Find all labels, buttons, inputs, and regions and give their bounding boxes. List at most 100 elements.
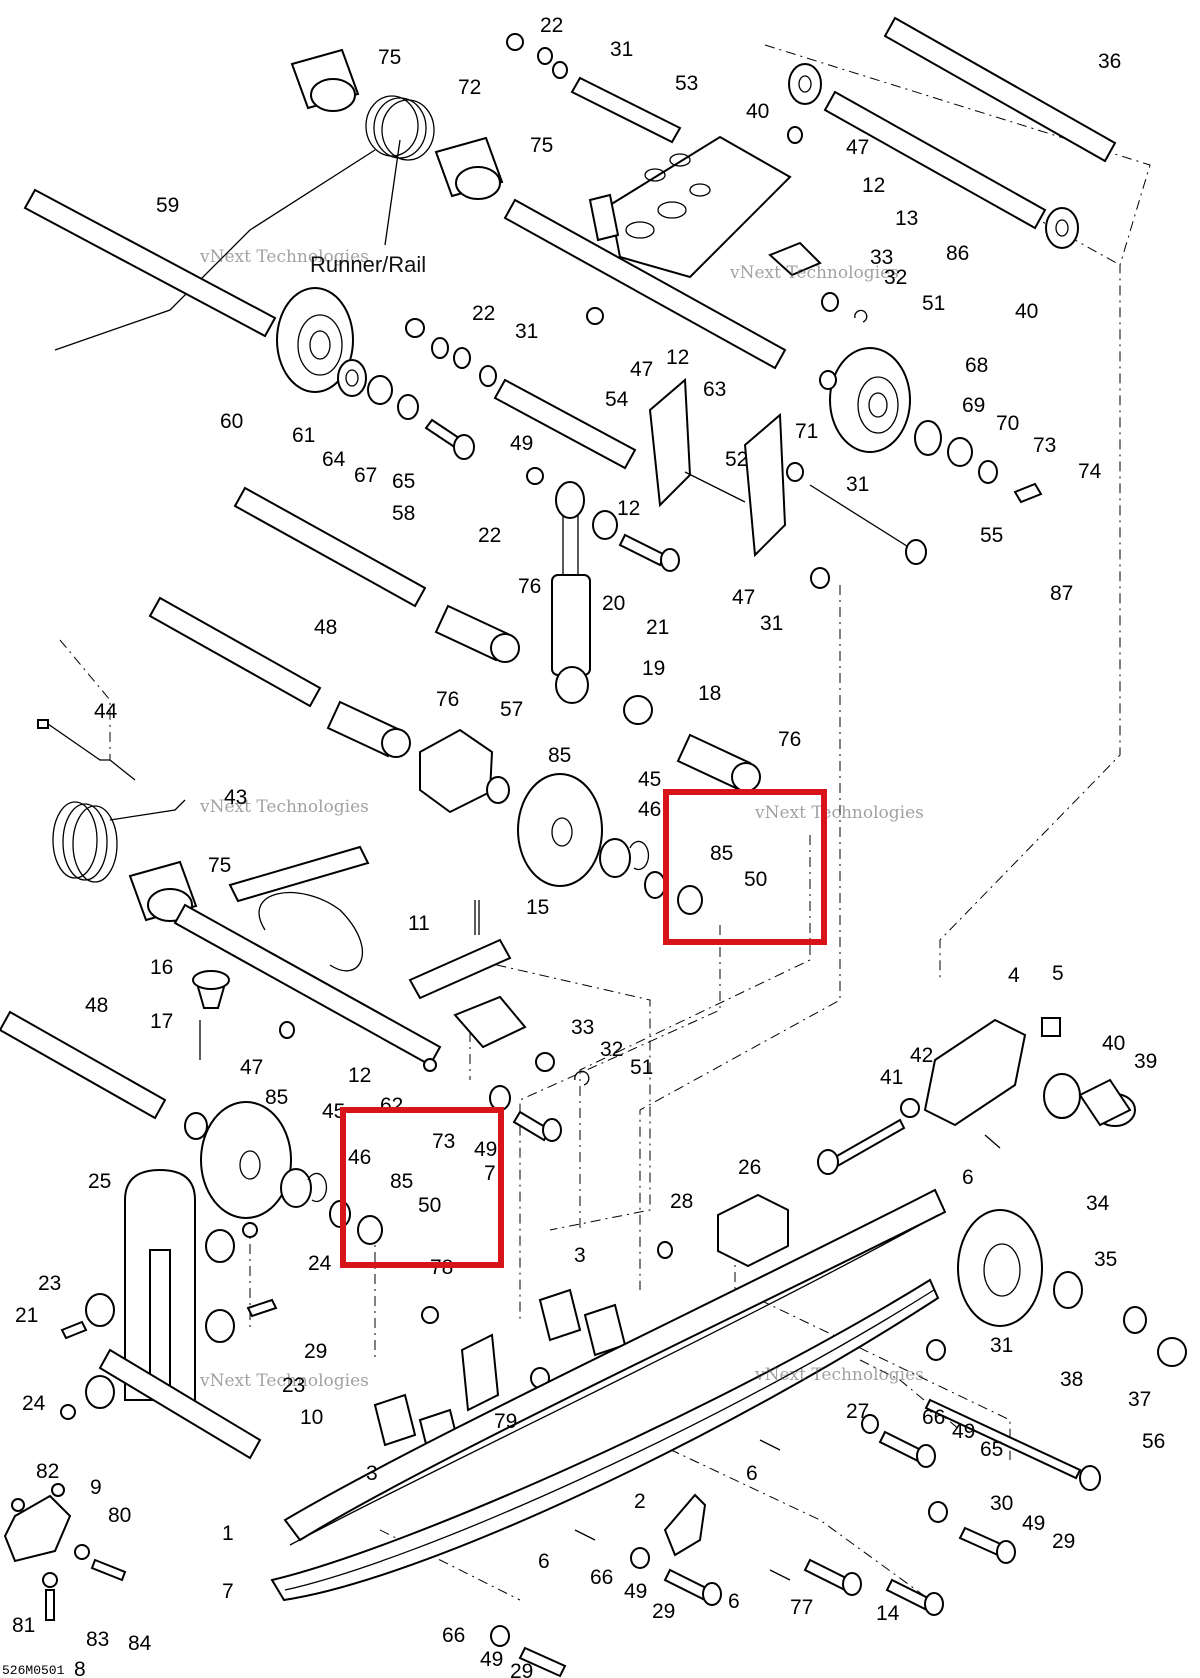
callout-number: 28 — [670, 1190, 693, 1213]
callout-number: 47 — [732, 586, 755, 609]
callout-number: 32 — [600, 1038, 623, 1061]
callout-number: 65 — [980, 1438, 1003, 1461]
callout-number: 39 — [1134, 1050, 1157, 1073]
callout-number: 31 — [990, 1334, 1013, 1357]
callout-number: 7 — [222, 1580, 234, 1603]
callout-number: 24 — [308, 1252, 332, 1275]
diagram-code: 526M0501 — [2, 1663, 65, 1678]
callout-number: 47 — [240, 1056, 263, 1079]
callout-number: 12 — [666, 346, 689, 369]
callout-number: 11 — [408, 912, 430, 935]
callout-number: 10 — [300, 1406, 323, 1429]
callout-number: 31 — [846, 473, 869, 496]
highlight-box-lower — [340, 1107, 504, 1268]
watermark-text: vNext Technologies — [754, 803, 924, 823]
callout-number: 60 — [220, 410, 243, 433]
callout-number: 48 — [314, 616, 337, 639]
callout-number: 87 — [1050, 582, 1073, 605]
callout-number: 32 — [884, 266, 907, 289]
callout-number: 85 — [548, 744, 571, 767]
highlight-box-upper — [663, 789, 827, 945]
callout-number: 70 — [996, 412, 1019, 435]
callout-number: 29 — [1052, 1530, 1075, 1553]
callout-number: 31 — [760, 612, 783, 635]
callout-number: 29 — [652, 1600, 675, 1623]
callout-number: 8 — [74, 1658, 86, 1678]
watermarks: vNext Technologies vNext Technologies vN… — [199, 247, 924, 1391]
callout-number: 41 — [880, 1066, 903, 1089]
callout-number: 79 — [494, 1410, 517, 1433]
callout-number: 66 — [590, 1566, 613, 1589]
callout-number: 17 — [150, 1010, 173, 1033]
callout-number: 74 — [1078, 460, 1102, 483]
callout-number: 75 — [530, 134, 553, 157]
callout-number: 5 — [1052, 962, 1064, 985]
callout-number: 14 — [876, 1602, 900, 1625]
callout-number: 21 — [15, 1304, 38, 1327]
callout-number: 73 — [1033, 434, 1056, 457]
callout-number: 77 — [790, 1596, 813, 1619]
callout-number: 81 — [12, 1614, 35, 1637]
callout-number: 47 — [846, 136, 869, 159]
callout-number: 48 — [85, 994, 108, 1017]
callout-number: 26 — [738, 1156, 761, 1179]
callout-number: 71 — [795, 420, 818, 443]
callout-number: 38 — [1060, 1368, 1083, 1391]
callout-number: 58 — [392, 502, 415, 525]
callout-number: 15 — [526, 896, 549, 919]
callout-number: 46 — [348, 1146, 371, 1169]
callout-number: 6 — [962, 1166, 974, 1189]
callout-number: 22 — [472, 302, 495, 325]
callout-number: 49 — [510, 432, 533, 455]
callout-number: 54 — [605, 388, 629, 411]
callout-number: 24 — [22, 1392, 46, 1415]
callout-number: 55 — [980, 524, 1003, 547]
callout-number: 84 — [128, 1632, 152, 1655]
callout-number: 73 — [432, 1130, 455, 1153]
callout-number: 23 — [38, 1272, 61, 1295]
callout-number: 49 — [480, 1648, 503, 1671]
callout-number: 51 — [922, 292, 945, 315]
callout-number: 85 — [390, 1170, 413, 1193]
callout-number: 82 — [36, 1460, 59, 1483]
callout-number: 3 — [574, 1244, 586, 1267]
callout-number: 69 — [962, 394, 985, 417]
callout-number: 52 — [725, 448, 748, 471]
callout-number: 7 — [484, 1162, 496, 1185]
callout-number: 44 — [94, 700, 118, 723]
callout-number: 30 — [990, 1492, 1013, 1515]
callout-number: 61 — [292, 424, 315, 447]
callout-number: 22 — [478, 524, 501, 547]
callout-number: 42 — [910, 1044, 933, 1067]
callout-number: 85 — [710, 842, 733, 865]
callout-number: 12 — [348, 1064, 371, 1087]
callout-number: 66 — [442, 1624, 465, 1647]
diagram-title: Runner/Rail — [310, 252, 426, 277]
callout-number: 51 — [630, 1056, 653, 1079]
callout-number: 33 — [571, 1016, 594, 1039]
callout-number: 31 — [610, 38, 633, 61]
callout-number: 29 — [510, 1660, 533, 1678]
callout-number: 40 — [1102, 1032, 1125, 1055]
callout-number: 6 — [746, 1462, 758, 1485]
watermark-text: vNext Technologies — [199, 247, 369, 267]
callout-number: 27 — [846, 1400, 869, 1423]
callout-number: 63 — [703, 378, 726, 401]
callout-number: 46 — [638, 798, 661, 821]
callout-number: 76 — [436, 688, 459, 711]
callout-number: 72 — [458, 76, 481, 99]
callout-number: 40 — [1015, 300, 1038, 323]
callout-number: 19 — [642, 657, 665, 680]
callout-number: 50 — [418, 1194, 441, 1217]
callout-number: 49 — [624, 1580, 647, 1603]
callout-number: 13 — [895, 207, 918, 230]
callout-number: 33 — [870, 246, 893, 269]
callout-number: 76 — [518, 575, 541, 598]
callout-number: 45 — [322, 1100, 345, 1123]
callout-number: 12 — [617, 497, 640, 520]
runner-rails — [3, 1188, 1101, 1678]
upper-parts — [0, 16, 1187, 1462]
callout-number: 9 — [90, 1476, 102, 1499]
